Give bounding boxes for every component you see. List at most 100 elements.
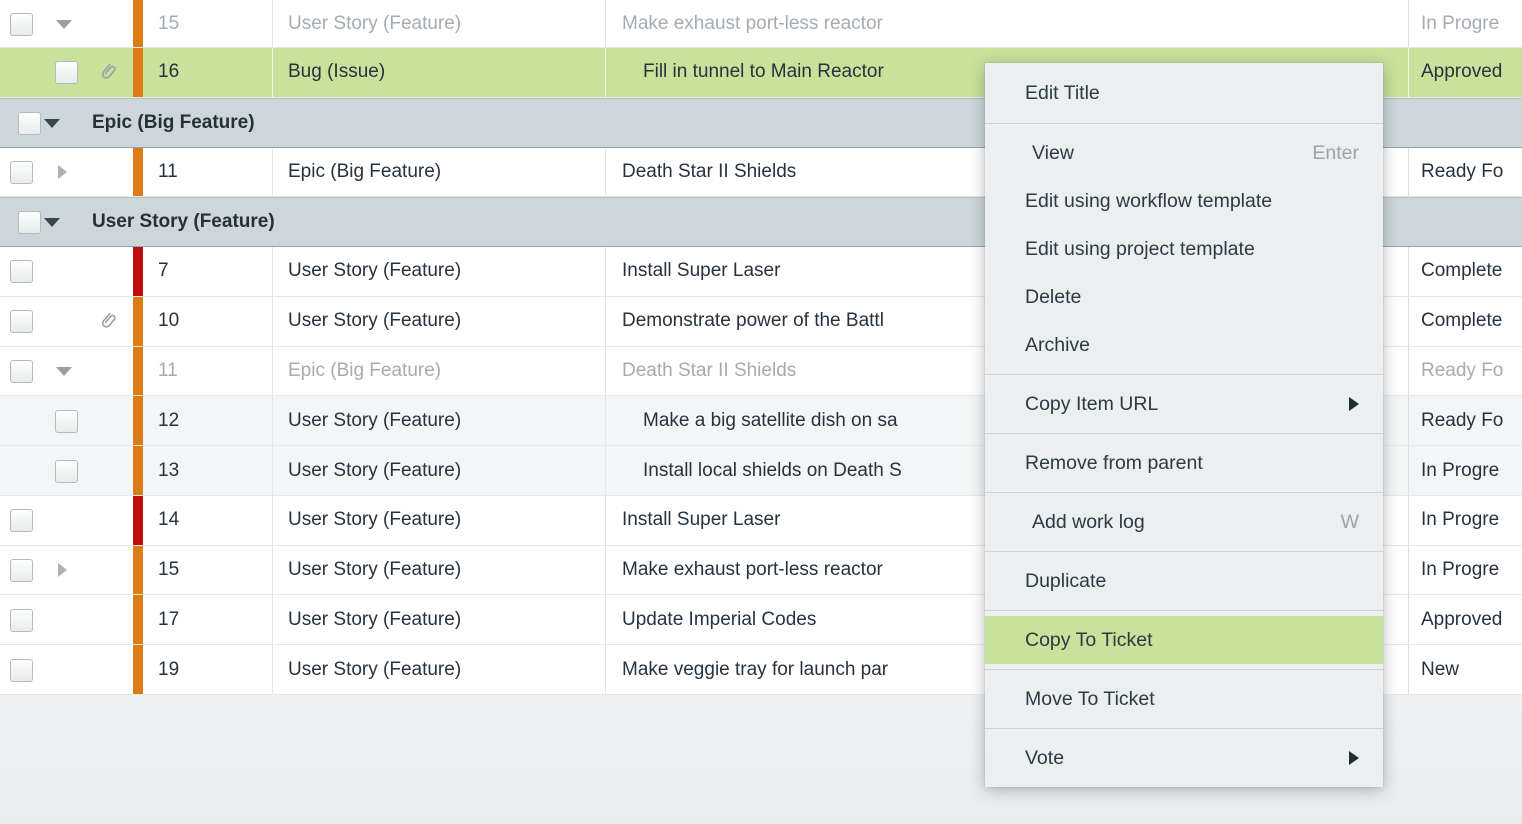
row-checkbox[interactable] (10, 310, 33, 334)
priority-bar (133, 296, 143, 346)
row-type: User Story (Feature) (272, 545, 605, 595)
row-select-cell (0, 247, 133, 296)
priority-bar (133, 495, 143, 545)
menu-group: Vote (985, 728, 1383, 787)
row-checkbox[interactable] (10, 658, 33, 682)
row-checkbox[interactable] (55, 61, 78, 85)
menu-item-copy-to-ticket[interactable]: Copy To Ticket (985, 616, 1383, 664)
menu-item-edit-title[interactable]: Edit Title (985, 69, 1383, 117)
row-checkbox[interactable] (10, 160, 33, 184)
menu-item-copy-item-url[interactable]: Copy Item URL (985, 380, 1383, 428)
row-title: Install Super Laser (605, 495, 1408, 545)
row-checkbox[interactable] (10, 12, 33, 36)
row-status: In Progre (1408, 446, 1522, 495)
menu-item-hotkey: Enter (1312, 141, 1359, 164)
row-status: Ready Fo (1408, 346, 1522, 396)
row-id: 11 (158, 160, 178, 182)
menu-item-label: View (1032, 141, 1074, 164)
menu-item-label: Copy To Ticket (1025, 628, 1153, 651)
menu-group: Add work log W (985, 492, 1383, 551)
group-header-label: Epic (Big Feature) (92, 111, 255, 133)
menu-item-label: Archive (1025, 333, 1091, 356)
row-checkbox[interactable] (10, 608, 33, 632)
row-select-cell (0, 546, 133, 595)
menu-item-delete[interactable]: Delete (985, 273, 1383, 321)
row-title: Make a big satellite dish on sa (605, 396, 1408, 446)
row-title: Fill in tunnel to Main Reactor (605, 48, 1408, 97)
row-select-cell (0, 48, 133, 97)
row-title: Install Super Laser (605, 247, 1408, 296)
row-status: Ready Fo (1408, 396, 1522, 446)
row-checkbox[interactable] (10, 359, 33, 383)
menu-group: Move To Ticket (985, 669, 1383, 728)
menu-item-edit-using-project-template[interactable]: Edit using project template (985, 225, 1383, 273)
row-id: 12 (158, 409, 180, 431)
row-status: Ready Fo (1408, 147, 1522, 197)
row-type: User Story (Feature) (272, 495, 605, 545)
row-id: 15 (158, 559, 180, 581)
menu-item-label: Edit using workflow template (1025, 189, 1273, 212)
row-status: In Progre (1408, 495, 1522, 545)
collapse-arrow-icon[interactable] (56, 366, 72, 376)
row-type: User Story (Feature) (272, 645, 605, 694)
row-checkbox[interactable] (10, 260, 33, 284)
row-id: 16 (158, 61, 180, 83)
expand-arrow-icon[interactable] (58, 563, 67, 578)
row-select-cell (0, 496, 133, 545)
priority-bar (133, 645, 143, 694)
group-header-label: User Story (Feature) (92, 211, 275, 233)
row-title: Death Star II Shields (605, 147, 1408, 197)
menu-item-label: Duplicate (1025, 569, 1107, 592)
menu-item-archive[interactable]: Archive (985, 321, 1383, 369)
menu-item-label: Edit Title (1025, 81, 1100, 104)
attachment-icon (97, 61, 119, 83)
collapse-arrow-icon[interactable] (56, 19, 72, 29)
menu-item-label: Add work log (1032, 510, 1145, 533)
row-select-cell (0, 297, 133, 346)
row-type: Epic (Big Feature) (272, 147, 605, 197)
row-checkbox[interactable] (55, 459, 78, 483)
group-checkbox[interactable] (18, 111, 41, 135)
row-select-cell (0, 148, 133, 197)
row-type: User Story (Feature) (272, 396, 605, 446)
row-status: New (1408, 645, 1522, 694)
submenu-arrow-icon (1349, 751, 1359, 765)
expand-arrow-icon[interactable] (58, 164, 67, 179)
menu-item-remove-from-parent[interactable]: Remove from parent (985, 439, 1383, 487)
menu-item-hotkey: W (1340, 510, 1359, 533)
row-select-cell (0, 347, 133, 396)
row-id: 14 (158, 509, 180, 531)
row-checkbox[interactable] (10, 559, 33, 583)
chevron-down-icon[interactable] (44, 218, 60, 228)
menu-group: Remove from parent (985, 433, 1383, 492)
menu-item-label: Copy Item URL (1025, 392, 1159, 415)
menu-item-vote[interactable]: Vote (985, 734, 1383, 782)
menu-group: Copy Item URL (985, 374, 1383, 433)
menu-item-label: Remove from parent (1025, 451, 1203, 474)
chevron-down-icon[interactable] (44, 118, 60, 128)
row-status: In Progre (1408, 545, 1522, 595)
priority-bar (133, 147, 143, 197)
row-select-cell (0, 645, 133, 694)
row-type: Bug (Issue) (272, 48, 605, 97)
row-checkbox[interactable] (10, 509, 33, 533)
submenu-arrow-icon (1349, 397, 1359, 411)
menu-item-label: Edit using project template (1025, 237, 1255, 260)
row-status: Approved (1408, 48, 1522, 97)
menu-item-duplicate[interactable]: Duplicate (985, 557, 1383, 605)
menu-item-view[interactable]: View Enter (985, 129, 1383, 177)
row-type: User Story (Feature) (272, 446, 605, 495)
row-checkbox[interactable] (55, 409, 78, 433)
row-select-cell (0, 446, 133, 495)
priority-bar (133, 0, 143, 47)
menu-item-edit-using-workflow-template[interactable]: Edit using workflow template (985, 177, 1383, 225)
row-type: User Story (Feature) (272, 0, 605, 47)
menu-item-label: Delete (1025, 285, 1082, 308)
group-checkbox[interactable] (18, 211, 41, 235)
menu-item-add-work-log[interactable]: Add work log W (985, 498, 1383, 546)
menu-item-move-to-ticket[interactable]: Move To Ticket (985, 675, 1383, 723)
priority-bar (133, 48, 143, 97)
row-select-cell (0, 0, 133, 47)
